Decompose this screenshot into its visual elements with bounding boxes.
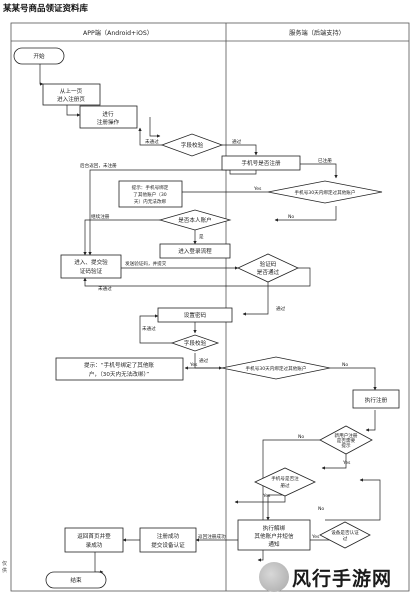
- check-30d-2-label: 手机号30天内绑定过其他账户: [246, 365, 307, 372]
- edge-is-self: 是: [199, 234, 204, 240]
- edge-code-sent: 发送验证码，并提交: [125, 260, 167, 267]
- edge-yes-3: Yes: [342, 460, 351, 466]
- tip1-line2: 了其他账户（30: [133, 191, 166, 198]
- self-account-label: 是否本人账户: [178, 216, 212, 224]
- edge-yes-4: Yes: [262, 493, 271, 499]
- watermark-text: 风行手游网: [292, 567, 393, 590]
- edge-yes-1: Yes: [253, 186, 262, 192]
- edge-continue: 继续注册: [91, 213, 110, 220]
- field-check-label: 字段校验: [181, 141, 204, 149]
- side-note: 仅供: [2, 561, 8, 574]
- node-labels: 从上一页 进入注册页 进行 注册操作 字段校验 手机号是否注册 手机号30天内绑…: [57, 87, 388, 549]
- dev-chk-line1: 设备是否认证: [331, 529, 359, 536]
- home-line2: 录成功: [86, 541, 103, 549]
- login-flow-label: 进入登录流程: [178, 247, 212, 255]
- page-title: 某某号商品领证资料库: [3, 2, 89, 14]
- enter-page-line1: 从上一页: [60, 87, 83, 95]
- set-password-label: 设置密码: [184, 311, 207, 319]
- code-check-line2: 是否通过: [257, 268, 280, 276]
- edge-yes-5: Yes: [311, 534, 320, 540]
- code-check-line1: 验证码: [260, 260, 277, 268]
- start-label: 开始: [33, 52, 45, 60]
- swimlanes: [10, 22, 410, 592]
- enter-page-line2: 进入注册页: [57, 95, 85, 103]
- end-label: 结束: [70, 576, 82, 584]
- decision-diamonds: [158, 133, 383, 549]
- tip2-line2: 户，（30天内无法改绑）”: [89, 370, 149, 378]
- edge-not-pass-3: 未通过: [142, 325, 156, 332]
- newuser-line1: 新用户注册: [335, 432, 358, 439]
- phone-chk-line1: 手机号是否注: [271, 475, 299, 482]
- edge-back-unreg: 后台返回，未注册: [80, 162, 117, 169]
- do-register-label: 执行注册: [365, 396, 388, 404]
- check-30d-label: 手机号30天内绑定过其他账户: [295, 189, 356, 196]
- watermark-logo-icon: [259, 562, 289, 592]
- reg-ok-line1: 注册成功: [157, 532, 180, 540]
- unbind-line2: 其他账户并短信: [254, 532, 294, 540]
- reg-ok-line2: 提交设备认证: [151, 541, 185, 549]
- edge-pass-2: 通过: [276, 305, 286, 312]
- dev-chk-line2: 过: [343, 535, 348, 542]
- unbind-line3: 通知: [268, 540, 280, 548]
- lane-server-label: 服务端（后端支持）: [289, 29, 345, 37]
- edge-no-2: No: [342, 362, 348, 368]
- edge-no-1: No: [288, 214, 294, 220]
- newuser-line3: 提示: [341, 442, 351, 449]
- newuser-line2: 是否需要: [337, 438, 356, 444]
- edge-not-pass-2: 未通过: [98, 285, 112, 292]
- edge-no-3: No: [298, 434, 304, 440]
- process-boxes: [42, 83, 400, 553]
- edge-to-home: 返回注册成功: [198, 533, 226, 540]
- field-check2-label: 字段校验: [184, 339, 207, 347]
- register-op-line2: 注册操作: [97, 118, 120, 126]
- edge-pass-3: 通过: [199, 357, 209, 364]
- edge-not-pass-1: 未通过: [145, 138, 159, 145]
- edge-registered: 已注册: [318, 157, 332, 164]
- register-op-line1: 进行: [102, 110, 114, 118]
- tip1-line3: 天）内无法改绑: [134, 198, 167, 205]
- edge-pass-1: 通过: [232, 138, 242, 145]
- verify-line2: 证码验证: [80, 267, 103, 275]
- verify-line1: 进入、提交验: [74, 258, 108, 266]
- lane-app-label: APP端（Android+iOS）: [83, 29, 153, 37]
- home-line1: 返回首页并登: [77, 532, 111, 540]
- unbind-line1: 执行解绑: [263, 524, 286, 532]
- edge-labels: 未通过 通过 已注册 后台返回，未注册 Yes No 继续注册 是 发送验证码，…: [80, 138, 351, 540]
- edge-no-4: No: [318, 506, 324, 512]
- edge-yes-2: Yes: [189, 362, 198, 368]
- watermark: 风行手游网: [259, 560, 409, 594]
- phone-registered-label: 手机号是否注册: [241, 159, 281, 167]
- start-node: 开始: [13, 47, 65, 65]
- tip1-line1: 提示：手机号绑定: [132, 184, 169, 191]
- phone-chk-line2: 册过: [280, 482, 290, 489]
- end-node: 结束: [45, 571, 107, 589]
- tip2-line1: 提示：“手机号绑定了其他账: [84, 361, 154, 369]
